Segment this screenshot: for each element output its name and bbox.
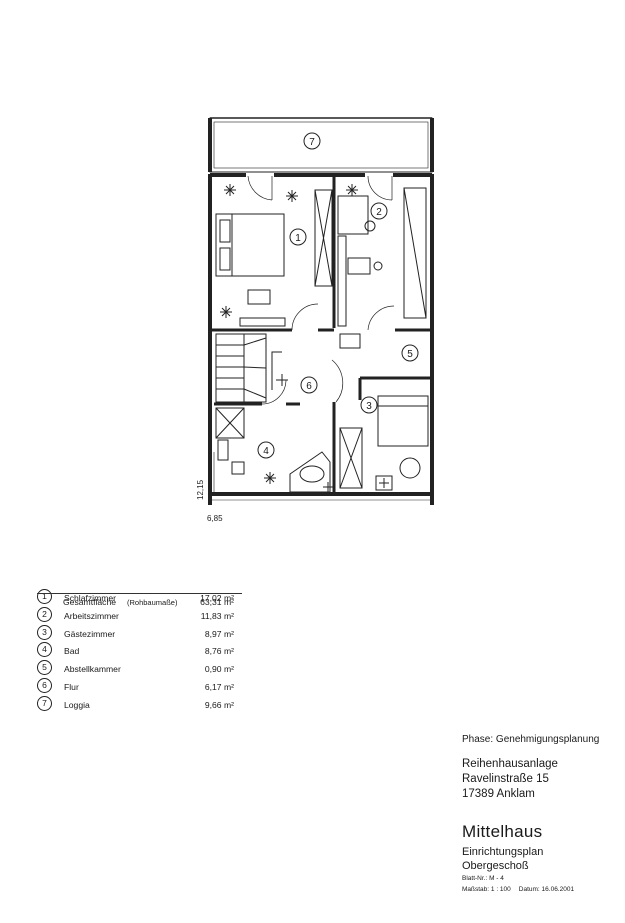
bed-guest xyxy=(377,395,429,447)
scale-date-line: Maßstab: 1 : 100 Datum: 16.06.2001 xyxy=(462,884,622,895)
bathtub xyxy=(289,451,331,493)
legend-number: 3 xyxy=(37,624,52,640)
house-title: Mittelhaus xyxy=(462,822,543,841)
shower xyxy=(215,407,245,439)
legend-room-name: Loggia xyxy=(64,699,90,710)
legend-total: Gesamtfläche (Rohbaumaße) 63,31 m² xyxy=(37,593,242,610)
room-marker-1: 1 xyxy=(289,228,307,246)
plan-line: Obergeschoß xyxy=(462,860,529,872)
legend-number: 6 xyxy=(37,677,52,693)
project-line: Reihenhausanlage xyxy=(462,758,558,770)
legend-number: 2 xyxy=(37,606,52,622)
svg-text:6: 6 xyxy=(306,381,312,392)
legend-number: 7 xyxy=(37,695,52,711)
interior-walls xyxy=(212,175,430,492)
legend-row: 3 Gästezimmer 8,97 m² xyxy=(37,624,242,645)
svg-text:7: 7 xyxy=(309,137,315,148)
legend-number: 5 xyxy=(37,660,52,676)
legend-room-area: 17,02 m² xyxy=(200,593,234,603)
svg-text:3: 3 xyxy=(366,401,372,412)
legend-number: 4 xyxy=(37,642,52,658)
plan-line: Einrichtungsplan xyxy=(462,846,544,858)
legend-number: 1 xyxy=(37,589,52,604)
dimension-height: 12,15 xyxy=(196,479,205,500)
legend-row: 2 Arbeitszimmer 11,83 m² xyxy=(37,606,242,627)
plan-title: Einrichtungsplan Obergeschoß xyxy=(462,845,622,873)
legend-row: 7 Loggia 9,66 m² xyxy=(37,695,242,716)
legend-row: 4 Bad 8,76 m² xyxy=(37,642,242,662)
floor-plan: 7 1 2 5 6 3 4 12,15 6,85 xyxy=(196,117,434,523)
scale-label: Maßstab: 1 : 100 xyxy=(462,886,511,893)
legend-room-area: 0,90 m² xyxy=(204,664,234,675)
dimension-width: 6,85 xyxy=(207,514,223,523)
legend-room-area: 11,83 m² xyxy=(200,610,234,621)
legend-room-area: 9,66 m² xyxy=(204,699,234,710)
svg-text:1: 1 xyxy=(295,233,301,244)
date-label: Datum: 16.06.2001 xyxy=(518,886,575,893)
legend-room-name: Gästezimmer xyxy=(64,628,116,639)
outer-walls xyxy=(208,173,434,505)
total-note: (Rohbaumaße) xyxy=(127,598,178,607)
room-marker-6: 6 xyxy=(300,376,318,394)
project-line: Ravelinstraße 15 xyxy=(462,773,549,785)
cabinet-bedroom3 xyxy=(375,475,393,491)
project-address: Reihenhausanlage Ravelinstraße 15 17389 … xyxy=(462,757,622,802)
legend-row: 6 Flur 6,17 m² xyxy=(37,677,242,698)
sheet-number: Blatt-Nr.: M - 4 xyxy=(462,875,504,882)
loggia-outline xyxy=(208,117,434,173)
armchair xyxy=(399,457,421,479)
study-furniture xyxy=(337,187,427,327)
washbasin xyxy=(231,461,245,475)
staircase xyxy=(215,333,282,403)
dresser xyxy=(239,317,286,327)
bed-main xyxy=(215,213,285,277)
legend-room-name: Bad xyxy=(64,646,80,657)
room-marker-2: 2 xyxy=(370,202,388,220)
legend-room-area: 6,17 m² xyxy=(204,681,234,692)
legend-room-name: Flur xyxy=(64,681,79,692)
legend-row: 5 Abstellkammer 0,90 m² xyxy=(37,660,242,680)
legend-room-area: 8,97 m² xyxy=(204,628,234,639)
room-marker-5: 5 xyxy=(401,344,419,362)
room-markers: 7 1 2 5 6 3 4 xyxy=(257,132,419,459)
phase-label: Phase: Genehmigungsplanung xyxy=(462,734,600,745)
bench xyxy=(247,289,271,305)
legend-room-name: Schlafzimmer xyxy=(64,593,117,603)
legend-room-name: Arbeitszimmer xyxy=(64,610,119,621)
svg-text:4: 4 xyxy=(263,446,269,457)
legend-row: 1 Schlafzimmer 17,02 m² xyxy=(37,589,242,609)
room-marker-4: 4 xyxy=(257,441,275,459)
svg-text:5: 5 xyxy=(407,349,413,360)
total-area: 63,31 m² xyxy=(200,597,234,607)
total-label: Gesamtfläche xyxy=(63,597,117,607)
project-line: 17389 Anklam xyxy=(462,788,535,800)
door-swings xyxy=(247,175,395,405)
plant-icons xyxy=(220,184,389,492)
room-legend: 1 Schlafzimmer 17,02 m² 2 Arbeitszimmer 11,83… xyxy=(37,589,242,716)
room-marker-3: 3 xyxy=(360,396,378,414)
storage-shelf xyxy=(339,333,361,349)
legend-room-area: 8,76 m² xyxy=(204,646,234,657)
legend-room-name: Abstellkammer xyxy=(64,664,121,675)
room-marker-7: 7 xyxy=(303,132,321,150)
wardrobe xyxy=(314,189,333,287)
svg-text:2: 2 xyxy=(376,207,382,218)
title-block: Phase: Genehmigungsplanung Reihenhausanl… xyxy=(462,734,622,895)
toilet xyxy=(217,439,229,461)
bath-cabinet xyxy=(339,427,363,489)
